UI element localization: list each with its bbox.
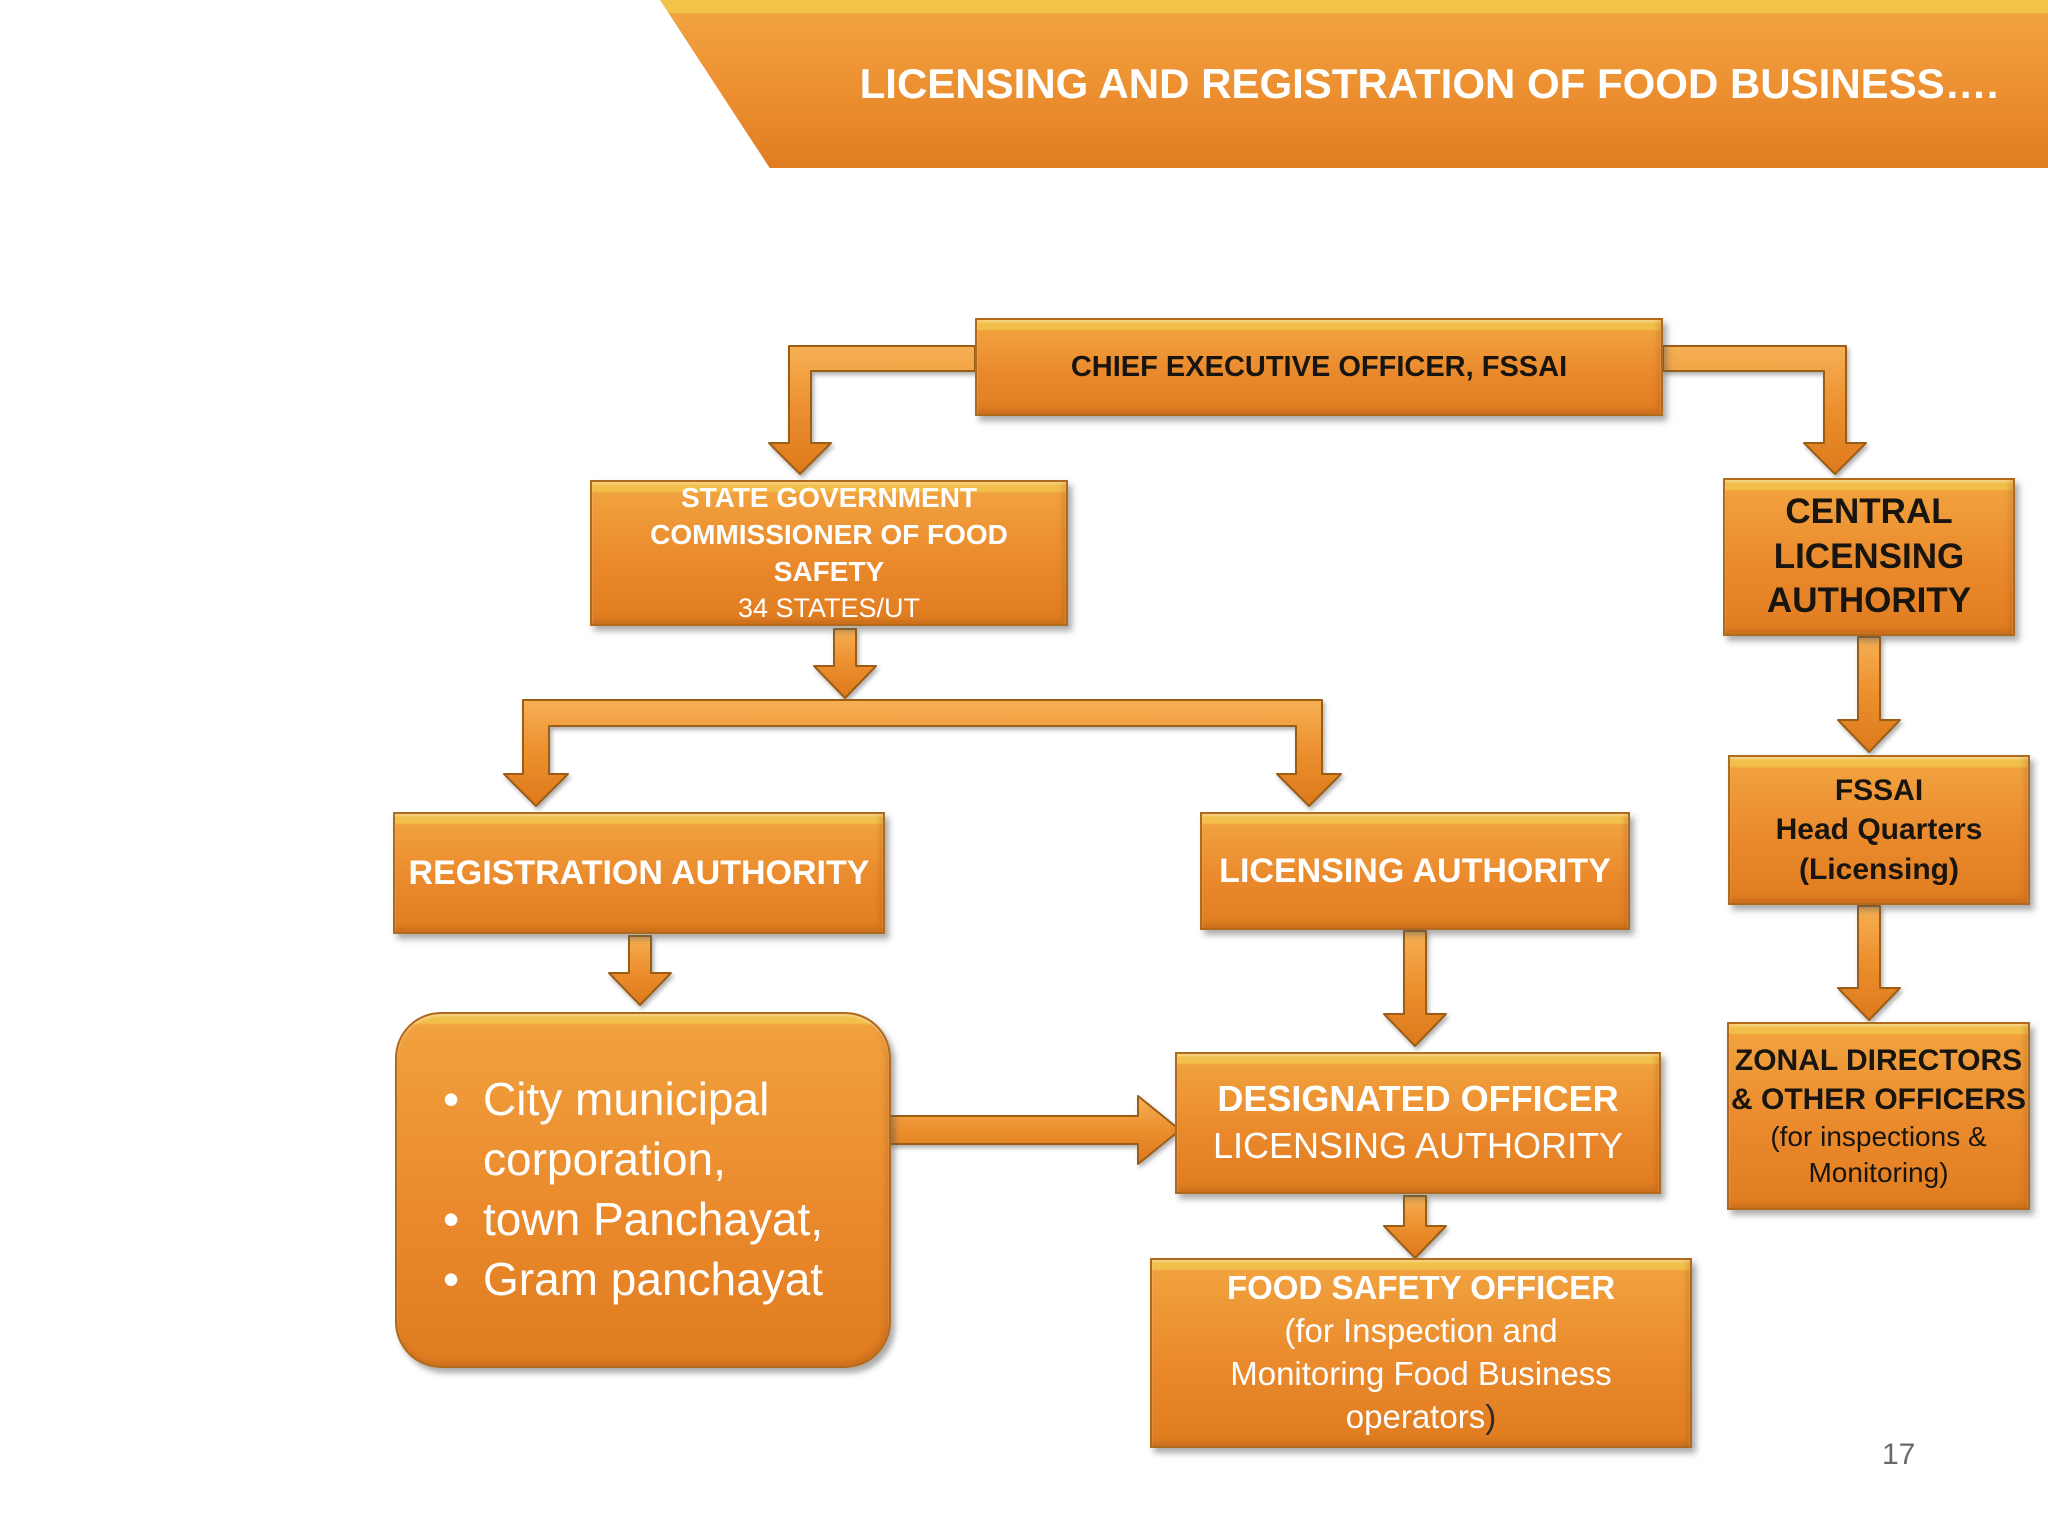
connector-ceo-to-central xyxy=(1662,345,1867,475)
slide-title: LICENSING AND REGISTRATION OF FOOD BUSIN… xyxy=(859,60,1999,107)
node-label-line1: FSSAI xyxy=(1834,773,1924,807)
page-number: 17 xyxy=(1882,1438,1916,1471)
node-label-line1: FOOD SAFETY OFFICER xyxy=(1226,1269,1616,1307)
node-label-line1: STATE GOVERNMENT xyxy=(680,481,978,513)
node-food-safety-officer: FOOD SAFETY OFFICER (for Inspection and … xyxy=(1150,1258,1692,1448)
node-label-line4: operators) xyxy=(1346,1396,1496,1439)
node-label-line2: Head Quarters xyxy=(1775,813,1983,847)
node-label-line1: DESIGNATED OFFICER xyxy=(1217,1078,1619,1120)
node-label-line2: (for Inspection and xyxy=(1284,1312,1558,1350)
node-label-line3: (for inspections & xyxy=(1770,1120,1987,1152)
node-label-line4: Monitoring) xyxy=(1808,1157,1949,1188)
node-registration-authority: REGISTRATION AUTHORITY xyxy=(393,812,885,934)
connector-designated-to-fso xyxy=(1383,1195,1447,1259)
node-label-line2: & OTHER OFFICERS xyxy=(1730,1082,2026,1116)
node-label-line2: COMMISSIONER OF FOOD SAFETY xyxy=(650,518,1008,587)
connector-central-to-fssai-hq xyxy=(1837,636,1901,753)
node-label-line4-suffix: ) xyxy=(1485,1397,1497,1435)
node-fssai-head-quarters: FSSAI Head Quarters (Licensing) xyxy=(1728,755,2030,905)
node-label-line4-text: operators xyxy=(1345,1397,1486,1435)
node-label-line2: LICENSING AUTHORITY xyxy=(1212,1125,1624,1166)
title-banner: LICENSING AND REGISTRATION OF FOOD BUSIN… xyxy=(660,0,2048,168)
node-label-line1: CENTRAL xyxy=(1785,491,1953,531)
connector-ceo-to-state xyxy=(768,345,976,475)
node-zonal-directors: ZONAL DIRECTORS & OTHER OFFICERS (for in… xyxy=(1727,1022,2030,1210)
bullet-item: town Panchayat, xyxy=(437,1190,879,1250)
node-licensing-authority: LICENSING AUTHORITY xyxy=(1200,812,1630,930)
node-state-government-commissioner: STATE GOVERNMENT COMMISSIONER OF FOOD SA… xyxy=(590,480,1068,626)
bullet-item: Gram panchayat xyxy=(437,1250,879,1310)
node-label: REGISTRATION AUTHORITY xyxy=(408,853,870,892)
node-central-licensing-authority: CENTRAL LICENSING AUTHORITY xyxy=(1723,478,2015,636)
node-label-line1: ZONAL DIRECTORS xyxy=(1734,1043,2023,1077)
node-chief-executive-officer: CHIEF EXECUTIVE OFFICER, FSSAI xyxy=(975,318,1663,416)
connector-state-to-split xyxy=(813,628,877,699)
node-label-line3: AUTHORITY xyxy=(1766,581,1972,621)
connector-split-to-registration-licensing xyxy=(503,699,1342,807)
connector-local-bodies-to-designated xyxy=(889,1095,1181,1165)
node-label-line2: LICENSING xyxy=(1773,536,1965,576)
node-label-line3: 34 STATES/UT xyxy=(737,592,921,623)
node-local-bodies: City municipal corporation, town Panchay… xyxy=(395,1012,891,1368)
node-label: CHIEF EXECUTIVE OFFICER, FSSAI xyxy=(1070,350,1568,383)
node-label-line3: (Licensing) xyxy=(1798,852,1959,886)
connector-licensing-to-designated xyxy=(1383,930,1447,1047)
connector-registration-to-local-bodies xyxy=(608,935,672,1006)
node-label: LICENSING AUTHORITY xyxy=(1219,851,1611,890)
node-label-line3: Monitoring Food Business xyxy=(1230,1355,1612,1392)
connector-fssai-hq-to-zonal xyxy=(1837,905,1901,1021)
node-designated-officer: DESIGNATED OFFICER LICENSING AUTHORITY xyxy=(1175,1052,1661,1194)
bullet-item: City municipal corporation, xyxy=(437,1070,879,1190)
local-bodies-bullet-list: City municipal corporation, town Panchay… xyxy=(397,1070,889,1309)
